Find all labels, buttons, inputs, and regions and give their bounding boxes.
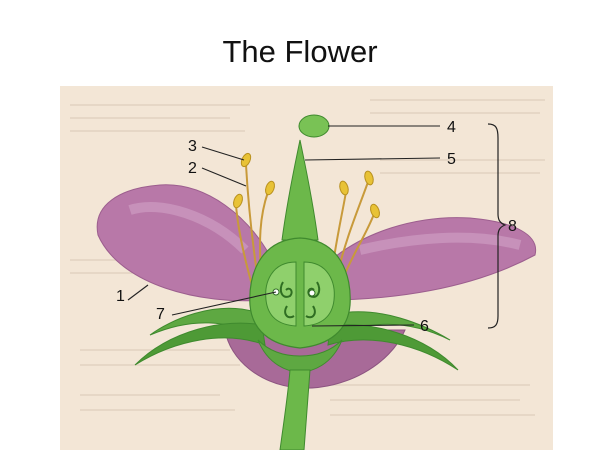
anther	[339, 180, 349, 196]
label-8: 8	[508, 218, 517, 235]
ovule	[308, 289, 316, 297]
label-6: 6	[420, 318, 429, 335]
petal-right-highlight	[358, 232, 522, 255]
label-4: 4	[447, 119, 456, 136]
stigma	[298, 114, 330, 138]
anther	[370, 203, 380, 219]
leader-lines	[127, 125, 441, 327]
anthers	[233, 152, 380, 219]
label-5: 5	[447, 151, 456, 168]
anther	[233, 193, 243, 209]
label-7: 7	[156, 306, 165, 323]
receptacle	[257, 339, 343, 373]
flower-diagram: 1 2 3 4 5 6 7 8	[60, 86, 553, 450]
label-3: 3	[188, 138, 197, 155]
flower-stalk	[279, 369, 311, 450]
anther	[265, 180, 275, 196]
slide-title: The Flower	[222, 34, 378, 69]
anther	[364, 170, 374, 186]
ovules	[279, 281, 321, 319]
bracket-8	[487, 123, 507, 329]
petal-left-highlight	[128, 202, 249, 254]
anther	[240, 152, 252, 168]
petal-left	[96, 184, 276, 302]
label-2: 2	[188, 160, 197, 177]
sepal-left-outer	[134, 322, 266, 366]
label-1: 1	[116, 288, 125, 305]
ovary	[249, 237, 351, 349]
